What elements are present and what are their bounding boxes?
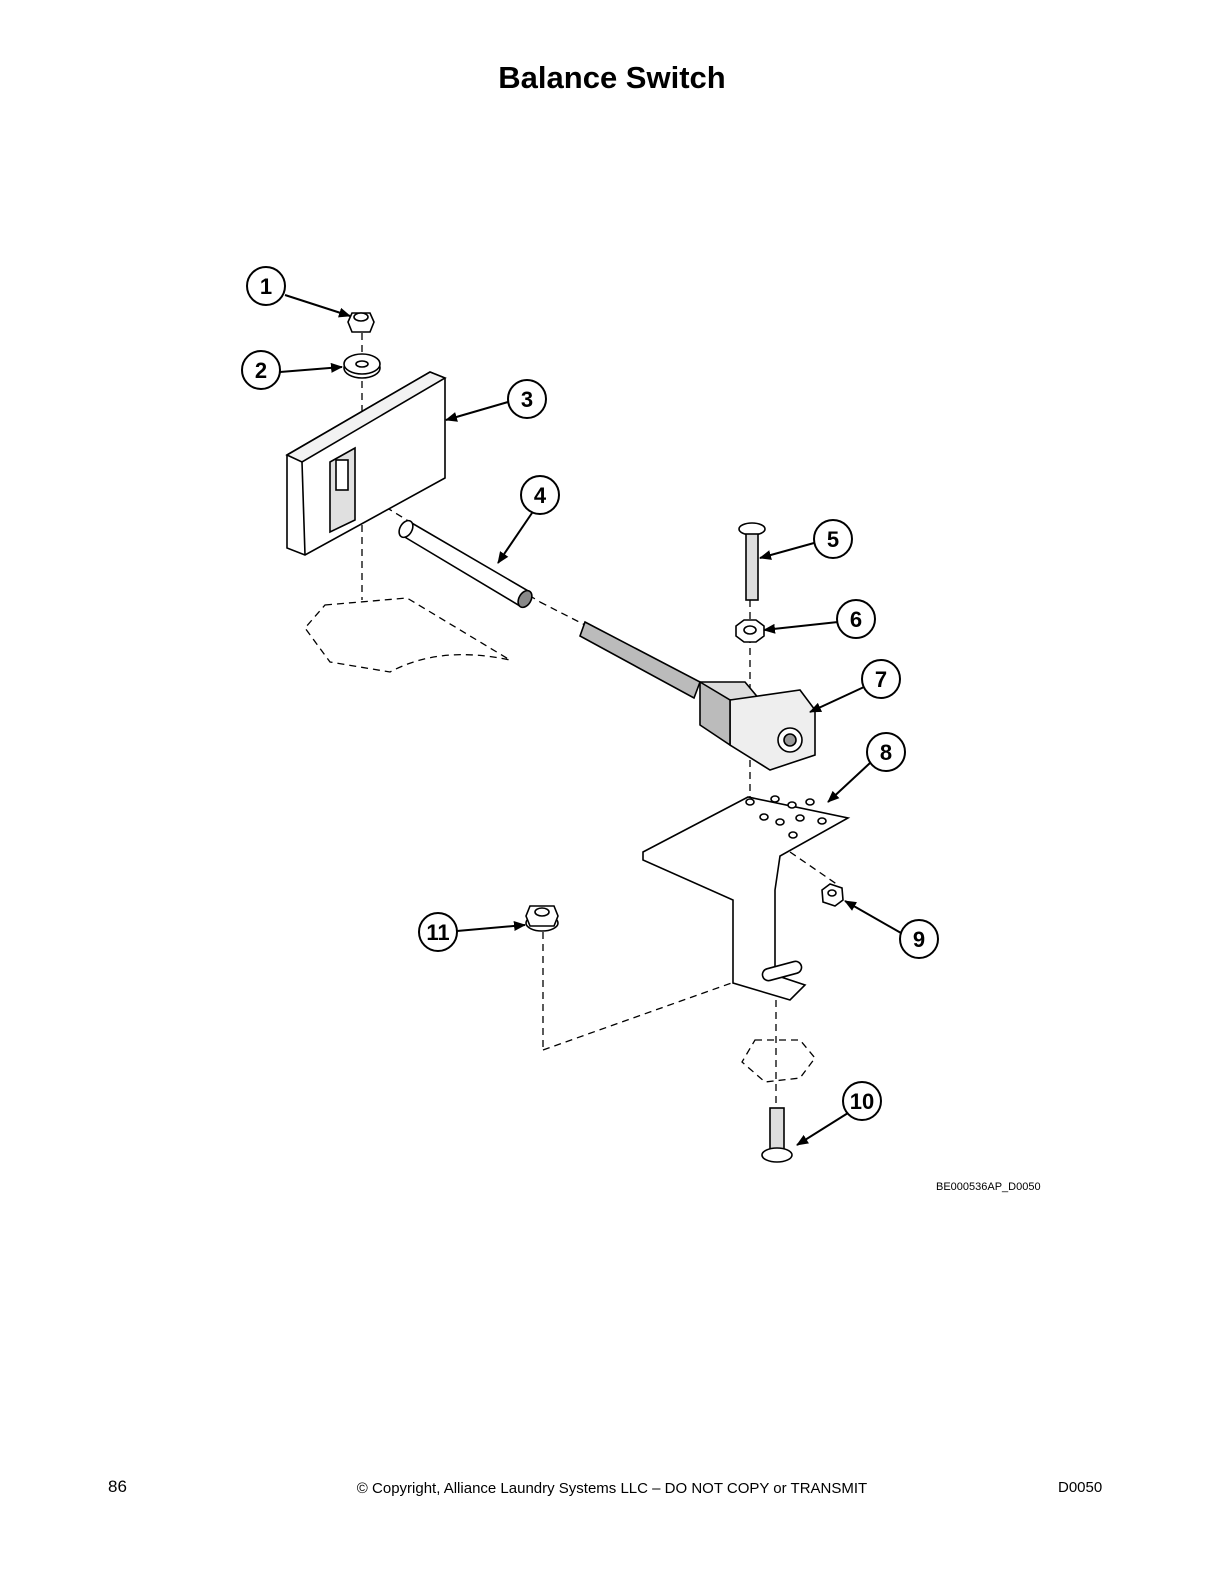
lock-washer-part-6 bbox=[735, 619, 765, 643]
svg-text:2: 2 bbox=[255, 358, 267, 383]
balance-switch-part-7 bbox=[698, 680, 816, 771]
leader-arrow-11 bbox=[456, 920, 526, 932]
leader-arrow-9 bbox=[844, 900, 902, 934]
callout-3: 3 bbox=[507, 379, 547, 419]
svg-text:4: 4 bbox=[534, 483, 547, 508]
mounting-bracket-part-8 bbox=[642, 795, 851, 1001]
center-line-6 bbox=[789, 851, 839, 886]
svg-text:10: 10 bbox=[850, 1089, 874, 1114]
switch-cover-part-3 bbox=[285, 371, 447, 556]
center-line-3 bbox=[539, 601, 586, 626]
leader-arrow-2 bbox=[279, 362, 343, 373]
hex-nut-part-9 bbox=[821, 883, 844, 907]
screw-part-5 bbox=[738, 522, 766, 601]
leader-arrow-7 bbox=[809, 686, 865, 713]
figure-code: BE000536AP_D0050 bbox=[936, 1181, 1041, 1193]
svg-text:7: 7 bbox=[875, 667, 887, 692]
callout-1: 1 bbox=[246, 266, 286, 306]
callout-4: 4 bbox=[520, 475, 560, 515]
page-number: 86 bbox=[108, 1477, 127, 1496]
leader-arrow-6 bbox=[763, 621, 839, 634]
callout-8: 8 bbox=[866, 732, 906, 772]
center-line-8 bbox=[542, 969, 769, 1051]
callout-2: 2 bbox=[241, 350, 281, 390]
callout-6: 6 bbox=[836, 599, 876, 639]
mounting-surface-outline bbox=[304, 597, 511, 673]
hex-nut-part-1 bbox=[347, 312, 375, 333]
document-code: D0050 bbox=[1058, 1479, 1103, 1496]
leader-arrow-10 bbox=[796, 1112, 849, 1146]
svg-text:8: 8 bbox=[880, 740, 892, 765]
callout-11: 11 bbox=[418, 912, 458, 952]
leader-arrow-8 bbox=[827, 762, 871, 803]
leader-arrow-5 bbox=[759, 542, 815, 560]
leader-arrow-3 bbox=[445, 401, 509, 422]
page-title: Balance Switch bbox=[498, 60, 726, 95]
copyright-notice: © Copyright, Alliance Laundry Systems LL… bbox=[356, 1480, 868, 1497]
screw-part-10 bbox=[761, 1107, 793, 1163]
callout-10: 10 bbox=[842, 1081, 882, 1121]
flat-washer-part-2 bbox=[343, 353, 381, 379]
callout-9: 9 bbox=[899, 919, 939, 959]
callouts: 1 2 3 4 5 6 7 8 bbox=[241, 266, 939, 1121]
actuator-rod bbox=[579, 620, 701, 700]
callout-7: 7 bbox=[861, 659, 901, 699]
cabinet-surface-outline bbox=[741, 1039, 816, 1083]
svg-text:6: 6 bbox=[850, 607, 862, 632]
callout-5: 5 bbox=[813, 519, 853, 559]
svg-text:9: 9 bbox=[913, 927, 925, 952]
svg-text:5: 5 bbox=[827, 527, 839, 552]
svg-text:3: 3 bbox=[521, 387, 533, 412]
svg-text:11: 11 bbox=[426, 920, 449, 945]
leader-arrow-1 bbox=[284, 294, 351, 318]
spacer-tube-part-4 bbox=[398, 519, 533, 609]
flange-nut-part-11 bbox=[525, 905, 559, 932]
svg-text:1: 1 bbox=[260, 274, 272, 299]
leader-arrow-4 bbox=[497, 512, 533, 564]
